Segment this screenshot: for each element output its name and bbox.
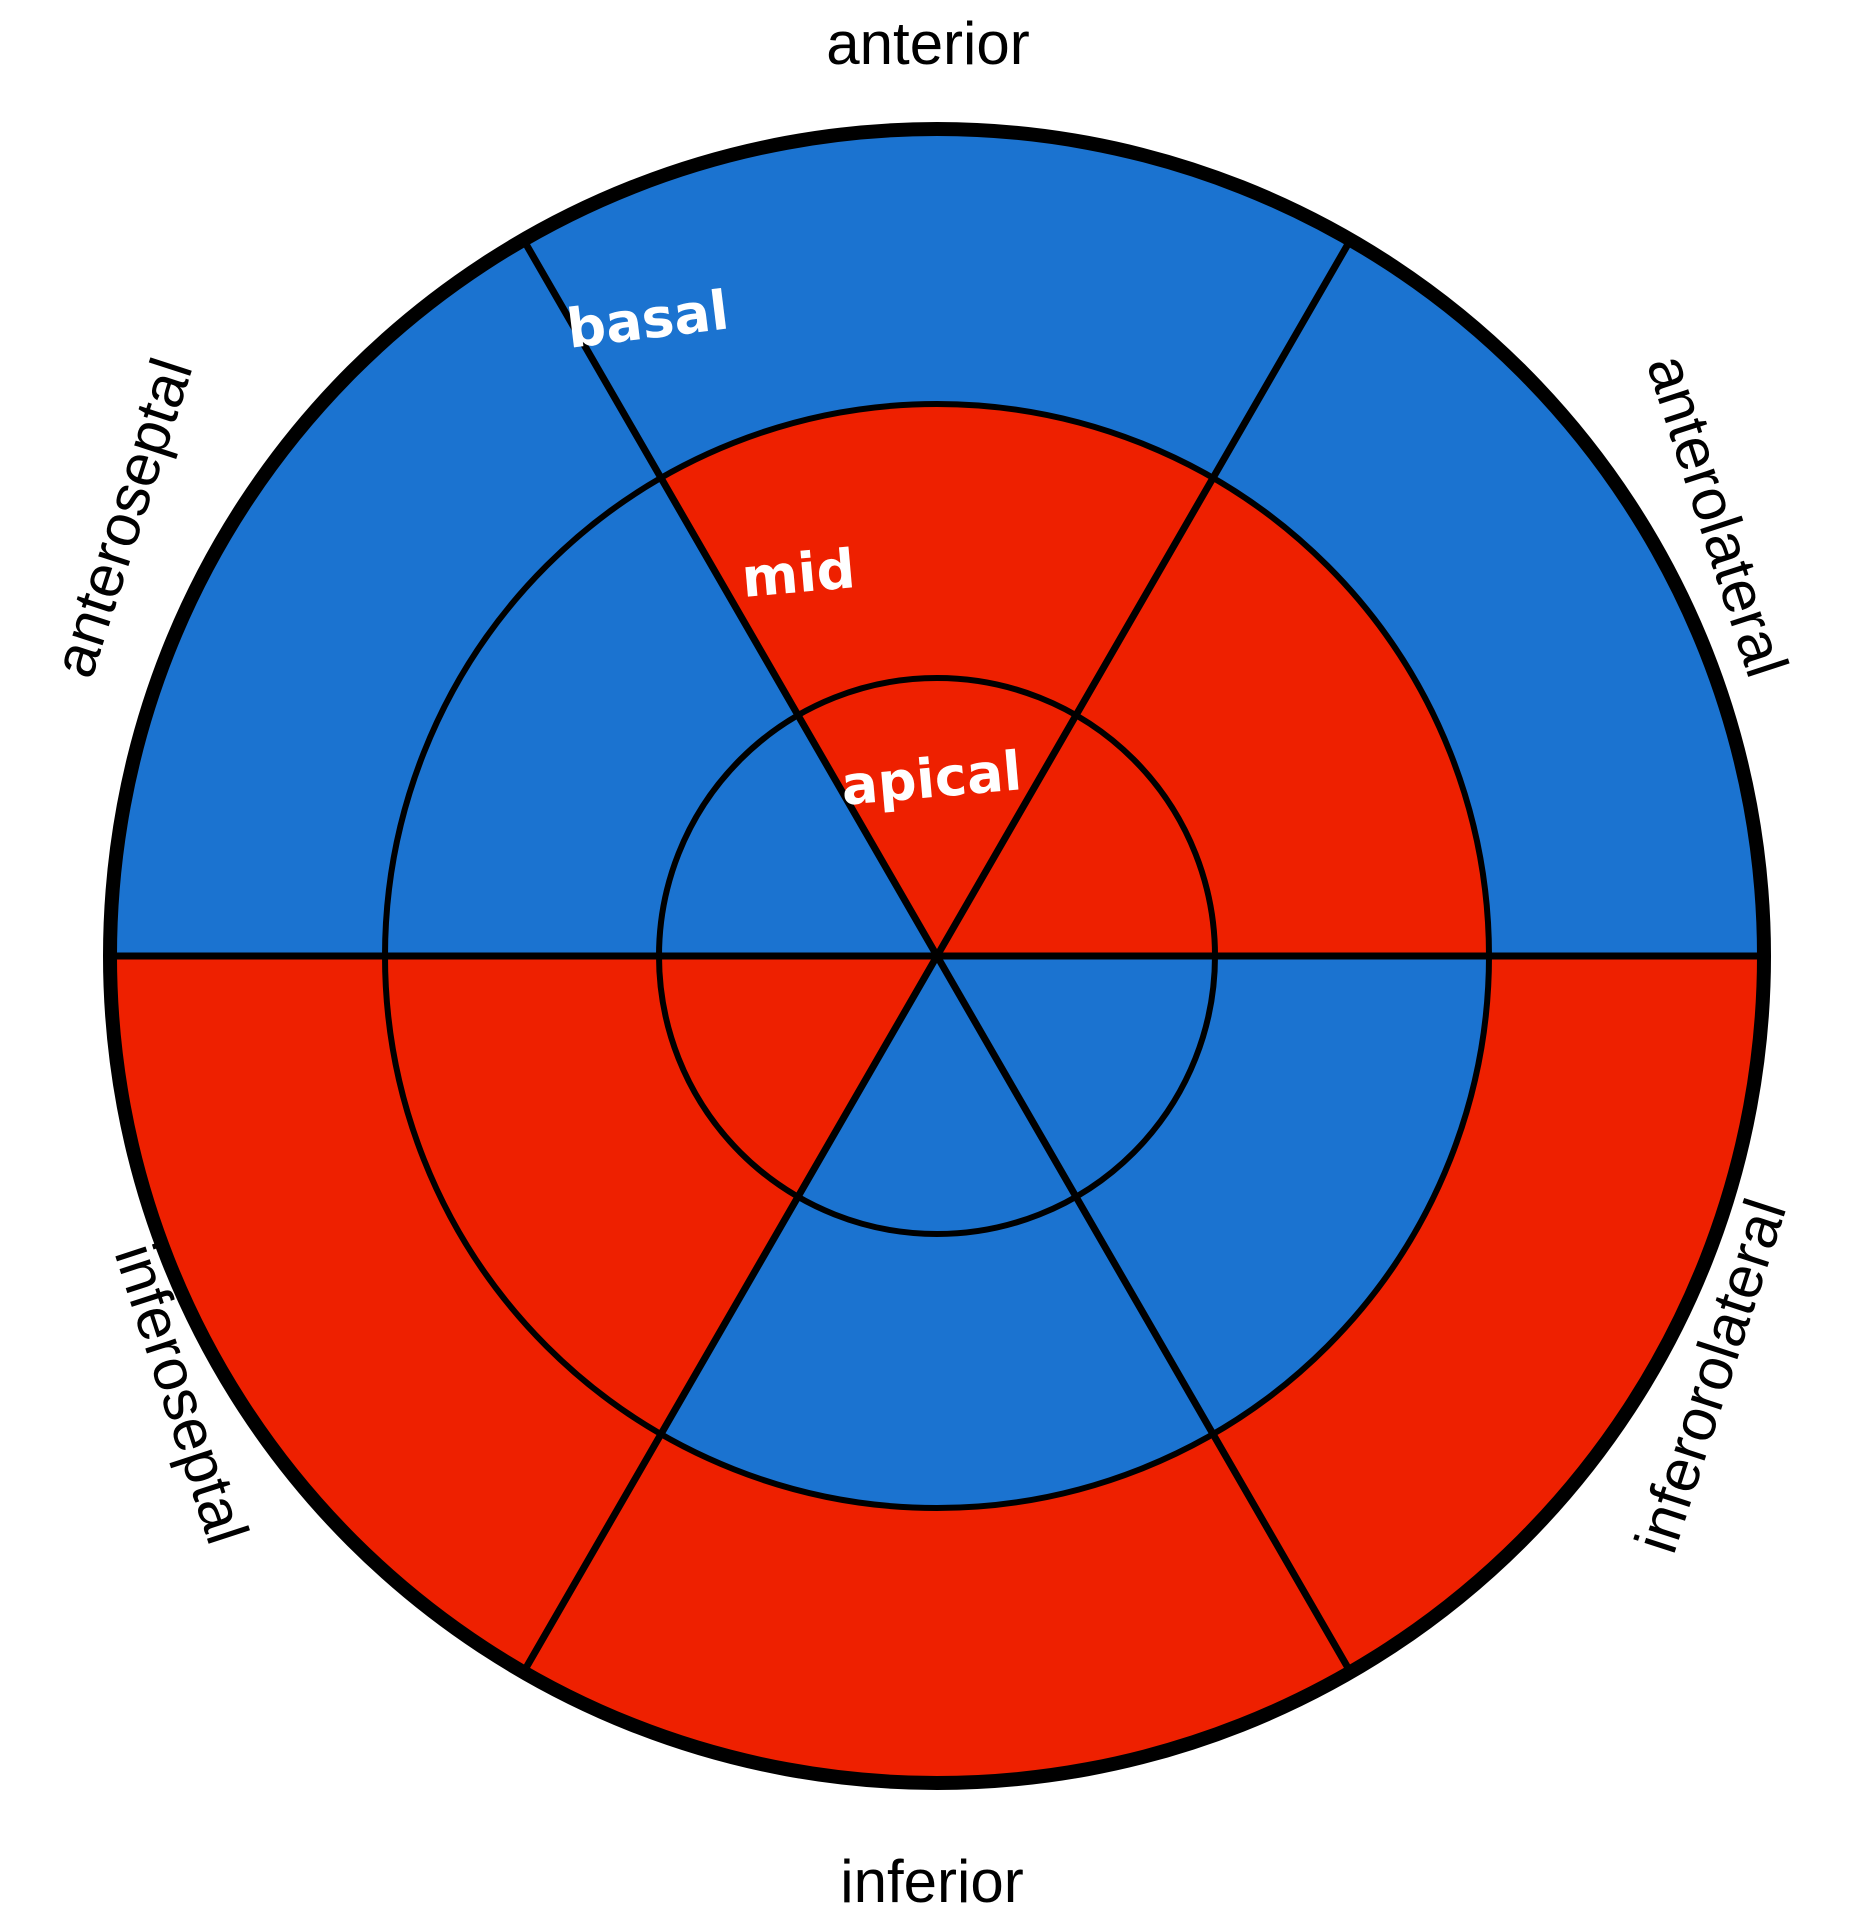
segment-basal-anterior: [523, 128, 1351, 478]
segment-mid-anterior: [661, 403, 1213, 716]
segment-basal-anterolateral: [1213, 239, 1764, 956]
segment-mid-anteroseptal: [385, 477, 798, 956]
segment-basal-anteroseptal: [110, 239, 661, 956]
label-inferior: inferior: [840, 1848, 1023, 1915]
label-anterior: anterior: [826, 10, 1029, 77]
ring-outline-apical: [656, 675, 1218, 1237]
segment-layer: [110, 128, 1764, 1783]
segment-mid-anterolateral: [1076, 477, 1489, 956]
segment-mid-inferorolateral: [1076, 956, 1489, 1435]
label-mid: mid: [739, 537, 857, 610]
segment-mid-inferior: [661, 1196, 1213, 1508]
segment-apical-anterior: [798, 678, 1076, 956]
divider-layer: [103, 122, 1771, 1790]
segment-basal-inferorolateral: [1213, 956, 1764, 1673]
segment-mid-inferoseptal: [385, 956, 798, 1435]
label-apical: apical: [839, 739, 1024, 817]
segment-apical-inferior: [798, 956, 1076, 1234]
segment-basal-inferior: [523, 1434, 1351, 1783]
ring-outline-basal: [103, 122, 1771, 1790]
ring-outline-mid: [382, 401, 1492, 1511]
segment-basal-inferoseptal: [110, 956, 661, 1673]
